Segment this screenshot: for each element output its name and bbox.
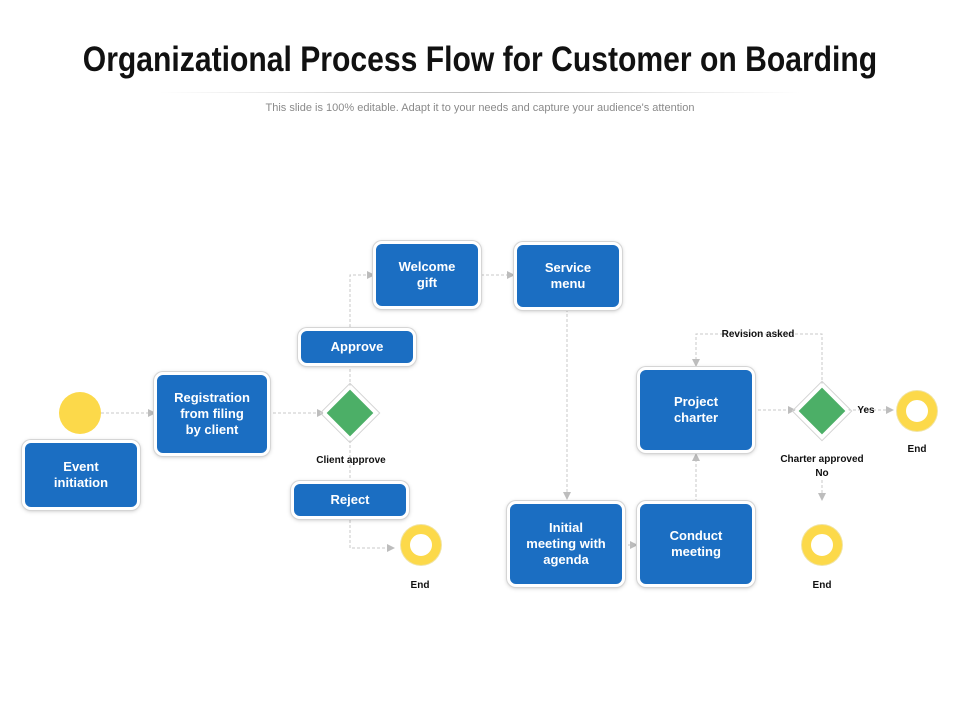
end-label-reject: End [410, 580, 430, 591]
charter-approved-label: Charter approved No [780, 454, 864, 479]
decision-diamond-client [319, 382, 381, 444]
end-label-no: End [812, 580, 832, 591]
conduct-meeting-box[interactable]: Conduct meeting [637, 501, 755, 587]
page-title: Organizational Process Flow for Customer… [82, 40, 878, 79]
end-event-no [802, 525, 842, 565]
service-menu-box[interactable]: Service menu [514, 242, 622, 310]
project-charter-box[interactable]: Project charter [637, 367, 755, 453]
welcome-gift-box[interactable]: Welcome gift [373, 241, 481, 309]
event-initiation-box[interactable]: Event initiation [22, 440, 140, 510]
approve-box[interactable]: Approve [298, 328, 416, 366]
reject-box[interactable]: Reject [291, 481, 409, 519]
end-event-yes [897, 391, 937, 431]
client-approve-label: Client approve [316, 455, 386, 466]
registration-box[interactable]: Registration from filing by client [154, 372, 270, 456]
title-divider [160, 92, 800, 93]
page-subtitle: This slide is 100% editable. Adapt it to… [265, 102, 695, 114]
end-event-reject [401, 525, 441, 565]
end-label-yes: End [907, 444, 927, 455]
yes-label: Yes [857, 405, 875, 416]
connector-revision-loop [692, 333, 823, 385]
start-event-circle [59, 392, 101, 434]
connector-decision-to-end [349, 440, 395, 552]
decision-diamond-charter [791, 380, 853, 442]
initial-meeting-box[interactable]: Initial meeting with agenda [507, 501, 625, 587]
revision-asked-label: Revision asked [721, 329, 795, 340]
